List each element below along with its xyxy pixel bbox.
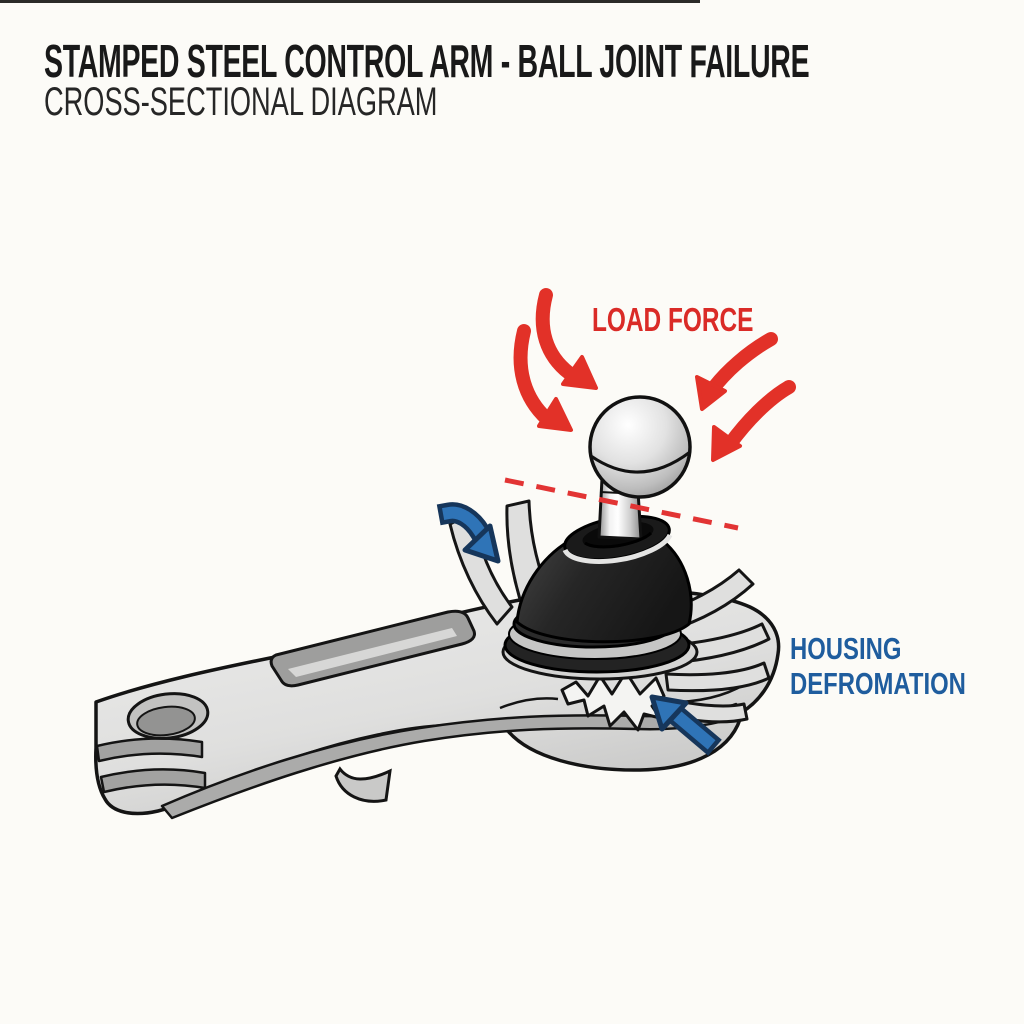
load-force-label: LOAD FORCE xyxy=(592,301,754,338)
ball xyxy=(588,395,692,499)
load-force-arrows xyxy=(513,288,796,462)
ball-joint-boot xyxy=(503,531,693,674)
page-title: STAMPED STEEL CONTROL ARM - BALL JOINT F… xyxy=(44,35,810,87)
deformation-arrow-bottom-body xyxy=(672,710,716,750)
housing-deformation-line2: DEFROMATION xyxy=(790,666,966,701)
failure-plane-dashed-line xyxy=(504,477,739,531)
ball-stud xyxy=(562,395,692,564)
ball-equator-line xyxy=(590,450,691,474)
deformation-arrow-top-head xyxy=(462,523,501,564)
boot-rim-stripe xyxy=(562,533,673,564)
deformation-arrow-top-body xyxy=(442,506,489,541)
deformation-arrow-bottom-head xyxy=(649,694,689,732)
arm-layer-seam-1 xyxy=(95,737,204,763)
arm-tab xyxy=(334,766,392,803)
housing-deformation-line1: HOUSING xyxy=(790,631,902,666)
bushing-hole-inner xyxy=(136,705,196,737)
load-arrow-right-2-head xyxy=(711,425,742,462)
page-subtitle: CROSS-SECTIONAL DIAGRAM xyxy=(44,80,438,124)
deformation-arrows xyxy=(436,502,722,756)
load-arrow-right-2 xyxy=(723,380,796,451)
load-arrow-left-2-head xyxy=(537,397,573,432)
top-edge-rule xyxy=(0,0,700,3)
load-arrow-right-1-head xyxy=(695,375,727,411)
load-arrow-left-1 xyxy=(535,288,576,380)
housing-skirt-line-left xyxy=(499,697,559,710)
stud-socket-front-lip xyxy=(584,531,653,549)
housing-deformation-label: HOUSING DEFROMATION xyxy=(790,631,966,701)
load-arrow-right-1 xyxy=(705,332,778,397)
arm-slot-inner-face xyxy=(288,628,457,677)
petal-right-3 xyxy=(664,661,771,693)
boot-cone xyxy=(515,531,693,644)
load-arrow-left-2 xyxy=(513,324,554,426)
load-arrow-left-1-head xyxy=(561,355,598,390)
